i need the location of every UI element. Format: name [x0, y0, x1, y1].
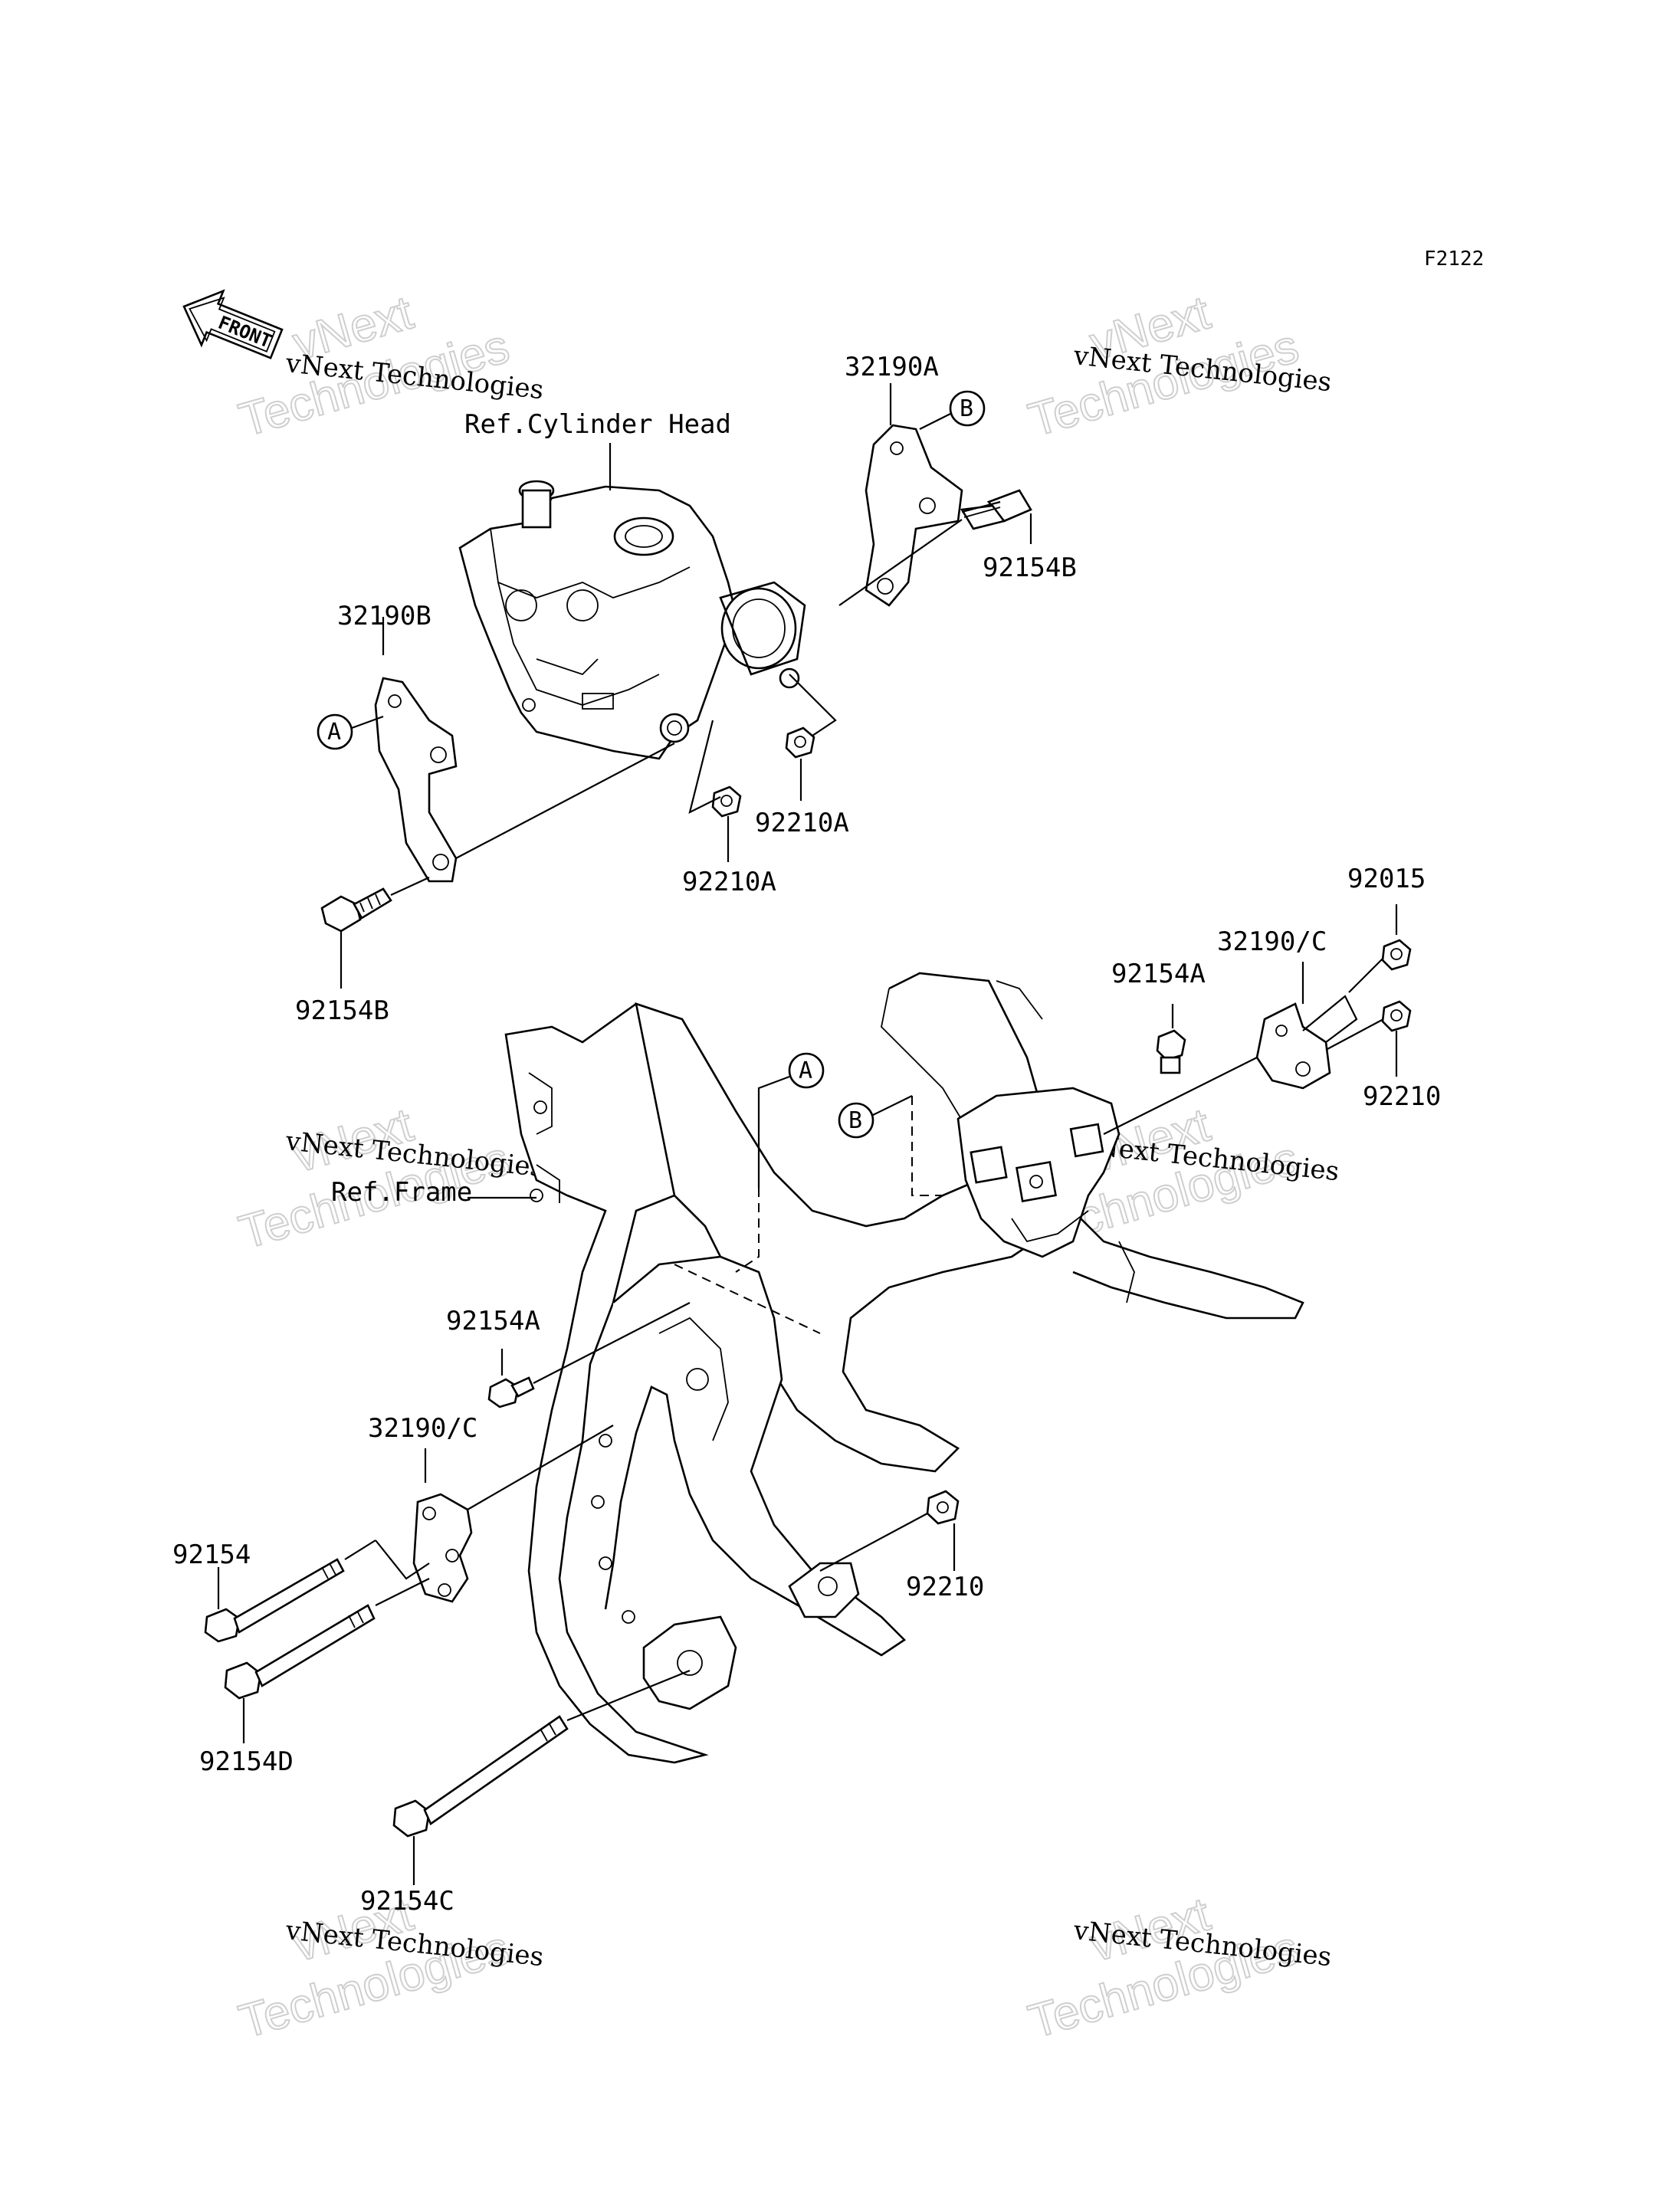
label-92154C: 92154C	[360, 1886, 454, 1917]
frame-drawing	[504, 972, 1304, 1764]
bolt-92154D	[224, 1604, 376, 1700]
watermark-top-right: vNext Technologies vNext Technologies	[1022, 285, 1333, 448]
callout-b-upper: B	[949, 390, 986, 427]
nut-92015	[1381, 939, 1412, 971]
nut-92210A-right	[785, 726, 815, 759]
label-32190B: 32190B	[337, 601, 431, 631]
callout-a-frame: A	[788, 1052, 825, 1089]
label-32190C-right: 32190/C	[1217, 926, 1327, 957]
svg-text:B: B	[848, 1107, 862, 1134]
label-92210-right: 92210	[1363, 1081, 1441, 1112]
label-92154: 92154	[172, 1540, 251, 1570]
label-92154B-left: 92154B	[295, 995, 389, 1026]
bracket-32190C-left	[412, 1493, 473, 1603]
bolt-92154B-top	[960, 489, 1032, 530]
svg-text:B: B	[960, 395, 973, 422]
bolt-92154	[204, 1558, 345, 1643]
label-92154A-left: 92154A	[446, 1306, 540, 1336]
bolt-92154A-right	[1156, 1029, 1186, 1074]
bolt-92154C	[392, 1715, 569, 1838]
label-92154D: 92154D	[199, 1746, 294, 1777]
label-92210-center: 92210	[906, 1572, 984, 1602]
bolt-92154B-left	[320, 887, 392, 933]
label-92015: 92015	[1347, 864, 1426, 894]
label-32190C-left: 32190/C	[368, 1413, 477, 1444]
watermark-bottom-right: vNext Technologies vNext Technologies	[1022, 1887, 1333, 2049]
label-92210A-right: 92210A	[755, 808, 849, 838]
label-92154B-top: 92154B	[983, 553, 1077, 583]
callout-a-upper: A	[317, 713, 353, 750]
nut-92210-right	[1381, 1000, 1412, 1032]
ref-frame-label: Ref.Frame	[331, 1177, 472, 1208]
cylinder-head-drawing	[458, 480, 806, 760]
front-arrow-icon: FRONT	[182, 289, 284, 359]
bolt-92154A-left	[487, 1376, 535, 1408]
label-92154A-right: 92154A	[1111, 959, 1206, 989]
label-32190A: 32190A	[845, 352, 939, 382]
figure-code: F2122	[1424, 248, 1484, 271]
bracket-32190B	[374, 677, 458, 883]
ref-cylinder-head-label: Ref.Cylinder Head	[464, 409, 731, 440]
svg-text:A: A	[327, 719, 341, 746]
callout-b-frame: B	[838, 1102, 874, 1139]
nut-92210A-left	[711, 785, 742, 818]
bracket-32190C-right	[1255, 1002, 1331, 1090]
bracket-32190A	[865, 424, 963, 607]
svg-text:A: A	[799, 1058, 812, 1084]
nut-92210-center	[926, 1490, 960, 1525]
label-92210A-left: 92210A	[682, 867, 776, 897]
